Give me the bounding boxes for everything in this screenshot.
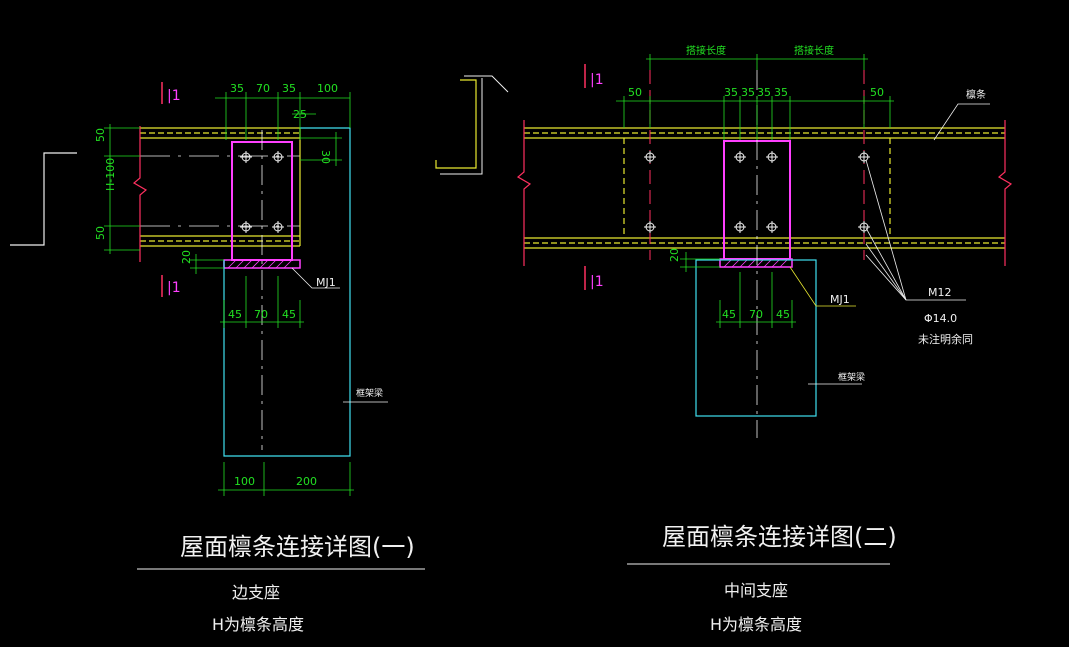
- break-line-2b: [997, 120, 1013, 266]
- dim-base-100: 100: [234, 475, 255, 488]
- purlin-label: 檩条: [966, 88, 986, 101]
- break-line-2a: [516, 120, 532, 266]
- z-purlin-profile-2-inner: [440, 78, 483, 175]
- bolts-1: [240, 151, 284, 233]
- dim-left-50-top: 50: [94, 128, 107, 142]
- mj1-label-2: MJ1: [830, 293, 850, 306]
- dim-top-2f: 50: [870, 86, 884, 99]
- subtitle-1b: H为檩条高度: [212, 615, 304, 634]
- dim-bottom-2b: 70: [749, 308, 763, 321]
- bottom-dimensions-2: [716, 272, 796, 328]
- dim-lap-left: 搭接长度: [686, 44, 726, 57]
- left-dimensions-1: [104, 124, 140, 254]
- base-dimensions-1: [218, 462, 354, 496]
- z-purlin-profile-2-outer: [464, 75, 509, 93]
- dim-left-h: H-100: [104, 158, 117, 191]
- top-dimensions-1: [215, 92, 351, 140]
- purlin-2: [524, 127, 1005, 249]
- dim-bottom-2a: 45: [722, 308, 736, 321]
- purlin-1: [140, 127, 301, 247]
- dim-top-2e: 35: [774, 86, 788, 99]
- dim-top-2a: 50: [628, 86, 642, 99]
- dim-top-1b: 70: [256, 82, 270, 95]
- dim-20-lines-1: [190, 254, 224, 274]
- mj1-leader-2: [789, 266, 856, 307]
- dim-lap-right: 搭接长度: [794, 44, 834, 57]
- bottom-dimensions-1: [220, 276, 304, 328]
- beam-label-2: 框架梁: [838, 371, 865, 383]
- purlin-label-leader: [933, 103, 990, 141]
- frame-beam-2: [695, 259, 817, 417]
- section-mark-top-2: |1: [590, 72, 604, 88]
- dim-top-2c: 35: [741, 86, 755, 99]
- beam-label-1: 框架梁: [356, 387, 383, 399]
- title-detail-2: 屋面檩条连接详图(二): [662, 523, 897, 551]
- hole-label: Φ14.0: [924, 312, 957, 325]
- dim-base-200: 200: [296, 475, 317, 488]
- top-dimensions-2: [616, 54, 894, 140]
- dim-left-50-bottom: 50: [94, 226, 107, 240]
- dim-20-lines-2: [680, 252, 720, 272]
- break-line-1: [132, 126, 148, 262]
- section-mark-top: |1: [167, 88, 181, 104]
- dim-top-1c: 35: [282, 82, 296, 95]
- mj1-label-1: MJ1: [316, 276, 336, 289]
- dim-top-1d: 100: [317, 82, 338, 95]
- dim-top-2d: 35: [757, 86, 771, 99]
- note-label: 未注明余同: [918, 332, 973, 346]
- bolts-2: [644, 151, 870, 233]
- dim-25: 25: [293, 108, 307, 121]
- plate-hatch-1: [227, 259, 293, 269]
- frame-beam-1: [223, 127, 351, 457]
- subtitle-2a: 中间支座: [724, 581, 788, 600]
- dim-30-lines: [300, 132, 342, 166]
- dim-30: 30: [319, 150, 332, 164]
- dim-top-2b: 35: [724, 86, 738, 99]
- z-purlin-profile-2: [435, 79, 477, 169]
- detail-1: |1 |1: [10, 82, 425, 634]
- z-purlin-profile-1: [10, 152, 77, 246]
- section-mark-bottom-2: |1: [590, 274, 604, 290]
- dim-bottom-2c: 45: [776, 308, 790, 321]
- dim-bottom-1a: 45: [228, 308, 242, 321]
- dim-20-2: 20: [668, 248, 681, 262]
- section-mark-bottom: |1: [167, 280, 181, 296]
- subtitle-2b: H为檩条高度: [710, 615, 802, 634]
- dim-top-1a: 35: [230, 82, 244, 95]
- dim-bottom-1c: 45: [282, 308, 296, 321]
- mj1-leader-1: [291, 267, 340, 289]
- bolt-leaders: [865, 159, 966, 301]
- dim-20-1: 20: [180, 250, 193, 264]
- bolt-label: M12: [928, 286, 952, 299]
- detail-2: |1 |1: [435, 44, 1013, 634]
- subtitle-1a: 边支座: [232, 583, 280, 602]
- dim-bottom-1b: 70: [254, 308, 268, 321]
- title-detail-1: 屋面檩条连接详图(一): [180, 533, 415, 561]
